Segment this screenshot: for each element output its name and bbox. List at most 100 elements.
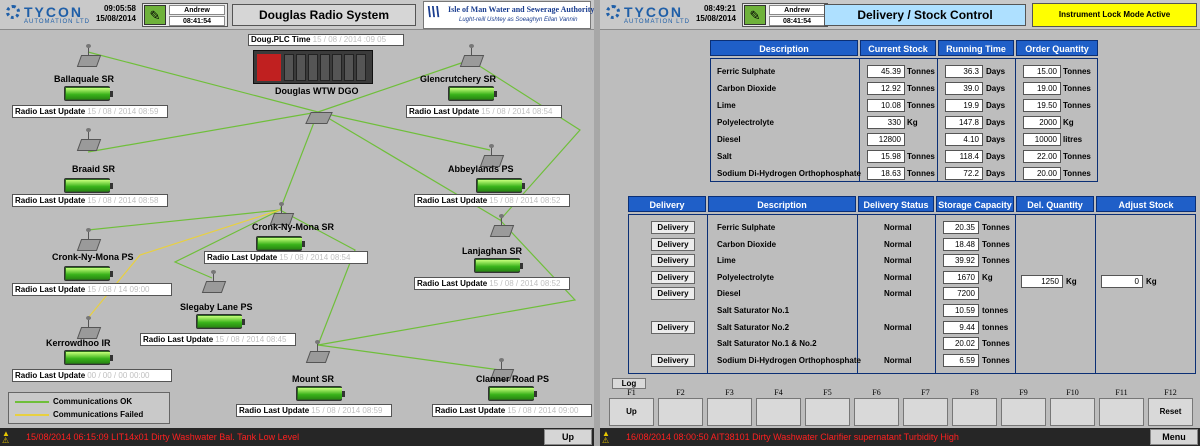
fkey-button[interactable] [952,398,997,426]
adjust-stock-input[interactable]: 0 [1101,275,1143,288]
fkey-f12[interactable]: F12 Reset [1147,388,1194,428]
storage-capacity-value: 9.44 [943,320,979,334]
battery-icon [476,178,525,193]
battery-icon [196,314,245,329]
order-quantity-input[interactable]: 19.50 [1023,99,1061,112]
delivery-button[interactable]: Delivery [651,320,695,334]
warning-icon[interactable]: ⚠ [2,436,10,445]
menu-button[interactable]: Menu [1150,429,1198,445]
authority-logo: \\\ Isle of Man Water and Sewerage Autho… [423,1,594,29]
order-quantity-input[interactable]: 19.00 [1023,82,1061,95]
delivery-desc: Lime [717,256,736,266]
battery-icon [448,86,497,101]
tycon-logo: TYCON AUTOMATION LTD [6,4,90,28]
fkey-f4[interactable]: F4 [755,388,802,428]
link-clanner [317,344,501,371]
site-name: Abbeylands PS [448,164,514,174]
fkey-f1[interactable]: F1 Up [608,388,655,428]
storage-capacity-value: 18.48 [943,237,979,251]
fkey-button[interactable]: Up [609,398,654,426]
legend: Communications OK Communications Failed [8,392,170,424]
fkey-f8[interactable]: F8 [951,388,998,428]
delivery-button[interactable]: Delivery [651,237,695,251]
delivery-button[interactable]: Delivery [651,353,695,367]
up-button[interactable]: Up [544,429,592,445]
fkey-button[interactable] [903,398,948,426]
order-quantity-input[interactable]: 15.00 [1023,65,1061,78]
col-del-quantity: Del. Quantity [1016,196,1094,212]
alarm-bar: ▲ ⚠ 16/08/2014 08:00:50 AIT38101 Dirty W… [600,428,1200,446]
site-name: Mount SR [292,374,334,384]
fkey-button[interactable] [707,398,752,426]
battery-icon [488,386,537,401]
fkey-f5[interactable]: F5 [804,388,851,428]
delivery-button[interactable]: Delivery [651,254,695,268]
user-login[interactable]: ✎ Andrew 08:41:54 [142,3,228,27]
delivery-desc: Polyelectrolyte [717,272,774,282]
site-name: Glencrutchery SR [420,74,497,84]
link-cronk-ps [87,209,281,231]
user-icon: ✎ [744,5,766,25]
fkey-button[interactable] [805,398,850,426]
delivery-desc: Carbon Dioxide [717,239,777,249]
stock-desc: Lime [717,101,736,110]
fkey-button[interactable] [756,398,801,426]
bell-icon[interactable]: ▲ [2,429,10,438]
col-current-stock: Current Stock [860,40,936,56]
battery-icon [256,236,305,251]
order-quantity-input[interactable]: 22.00 [1023,150,1061,163]
log-tab[interactable]: Log [612,378,646,389]
fkey-button[interactable] [1001,398,1046,426]
col-adjust-stock: Adjust Stock [1096,196,1196,212]
user-login[interactable]: ✎ Andrew 08:41:54 [742,3,828,27]
user-name: Andrew [169,5,225,15]
antenna-icon [489,358,515,382]
delivery-table: Delivery Description Delivery Status Sto… [628,196,1196,374]
gear-icon [6,5,20,19]
site-name: Kerrowdhoo IR [46,338,111,348]
current-stock-value: 12800 [867,133,905,146]
fkey-f2[interactable]: F2 [657,388,704,428]
fkey-f3[interactable]: F3 [706,388,753,428]
fkey-button[interactable] [1099,398,1144,426]
running-time-value: 39.0 [945,82,983,95]
fkey-button[interactable] [854,398,899,426]
battery-icon [474,258,523,273]
fkey-f7[interactable]: F7 [902,388,949,428]
link-braaid [87,111,319,153]
order-quantity-input[interactable]: 10000 [1023,133,1061,146]
alarm-text[interactable]: 15/08/2014 06:15:09 LIT14x01 Dirty Washw… [26,432,300,442]
fkey-f9[interactable]: F9 [1000,388,1047,428]
alarm-bar: ▲ ⚠ 15/08/2014 06:15:09 LIT14x01 Dirty W… [0,428,594,446]
instrument-lock-indicator: Instrument Lock Mode Active [1032,3,1197,27]
fkey-f10[interactable]: F10 [1049,388,1096,428]
order-quantity-input[interactable]: 20.00 [1023,167,1061,180]
user-login-time: 08:41:54 [169,16,225,26]
battery-icon [296,386,345,401]
stock-table: Description Current Stock Running Time O… [710,40,1098,182]
fkey-button[interactable] [1050,398,1095,426]
delivery-button[interactable]: Delivery [651,221,695,234]
col-running-time: Running Time [938,40,1014,56]
warning-icon[interactable]: ⚠ [602,436,610,445]
gear-icon [606,5,620,19]
bell-icon[interactable]: ▲ [602,429,610,438]
link-cronk-sr [279,111,319,211]
fkey-button[interactable] [658,398,703,426]
delivery-button[interactable]: Delivery [651,287,695,301]
delivery-button[interactable]: Delivery [651,270,695,284]
battery-icon [64,350,113,365]
fkey-f6[interactable]: F6 [853,388,900,428]
order-quantity-input[interactable]: 2000 [1023,116,1061,129]
battery-icon [64,86,113,101]
alarm-text[interactable]: 16/08/2014 08:00:50 AIT38101 Dirty Washw… [626,432,959,442]
del-quantity-input[interactable]: 1250 [1021,275,1063,288]
fkey-button[interactable]: Reset [1148,398,1193,426]
authority-emblem-icon: \\\ [427,4,440,21]
fkey-f11[interactable]: F11 [1098,388,1145,428]
running-time-value: 72.2 [945,167,983,180]
